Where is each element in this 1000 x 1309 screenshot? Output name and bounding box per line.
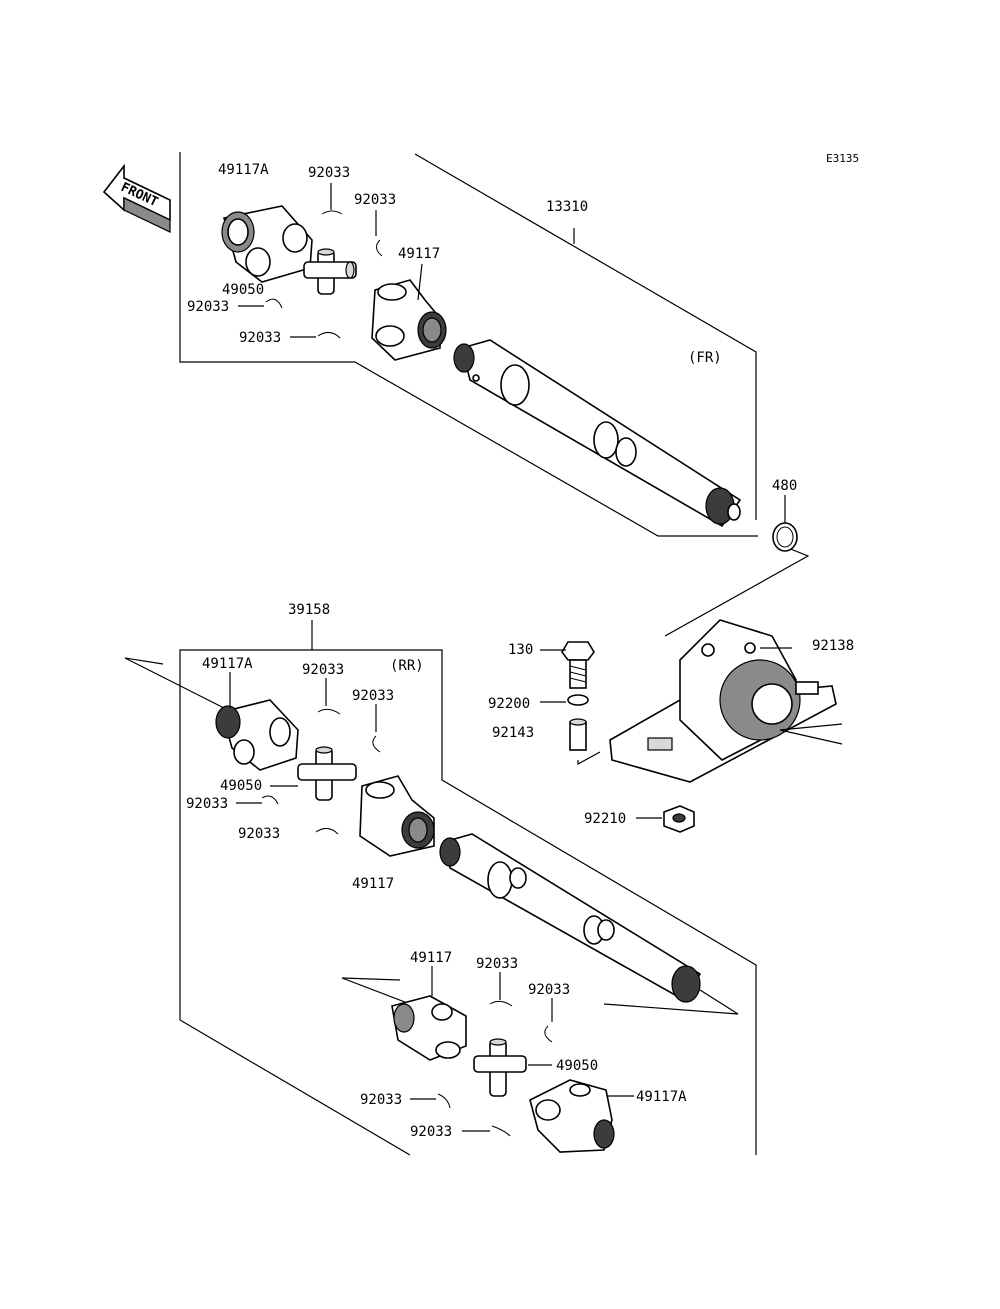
diagram-code: E3135 [826,152,859,165]
front-label-circlip-1: 92033 [308,165,350,181]
label-bolt: 130 [508,642,533,658]
rear-label-circlip-1: 92033 [302,662,344,678]
front-yoke [371,279,447,361]
rear-label-yoke-2: 49117 [410,950,452,966]
center-bearing-group: 130 92200 92143 92138 92210 [488,619,854,833]
rear-label-circlip-6: 92033 [528,982,570,998]
rear-shaft-group: 39158 49117A 92033 (RR) 92033 49050 9203… [124,602,757,1156]
rear-circlip-7 [437,1093,451,1109]
rear-label-yoke: 49117 [352,876,394,892]
front-direction-arrow: FRONT [102,163,171,233]
rear-label-circlip-8: 92033 [410,1124,452,1140]
front-propeller-shaft [453,339,742,528]
bearing-bolt [561,641,595,689]
rear-group-bracket [179,649,757,1155]
rear-label-cross-2: 49050 [556,1058,598,1074]
rear-label-circlip-2: 92033 [352,688,394,704]
rear-label-circlip-4: 92033 [238,826,280,842]
rear-cross [297,746,357,801]
rear-cross-2 [473,1038,527,1097]
front-group-bracket [179,152,758,537]
rear-circlip-4 [315,828,339,835]
rear-circlip-3 [261,795,279,805]
bearing-housing [609,619,837,783]
front-label-o-ring: 480 [772,478,797,494]
front-yoke-a [221,205,313,283]
rear-circlip-8 [491,1125,511,1137]
rear-yoke-2 [391,995,467,1061]
rear-circlip-2 [372,735,381,753]
rear-label-circlip-7: 92033 [360,1092,402,1108]
rear-label-yoke-a: 49117A [202,656,253,672]
front-circlip-4 [317,332,341,339]
front-shaft-group: 49117A 92033 92033 13310 49117 49050 920… [179,152,810,637]
front-label-circlip-2: 92033 [354,192,396,208]
label-housing: 92138 [812,638,854,654]
front-label-yoke: 49117 [398,246,440,262]
rear-circlip-5 [489,1000,513,1007]
bearing-washer [567,694,589,706]
rear-yoke-a [215,699,299,771]
label-collar: 92143 [492,725,534,741]
front-label-circlip-3: 92033 [187,299,229,315]
label-nut: 92210 [584,811,626,827]
rear-label-yoke-a-2: 49117A [636,1089,687,1105]
bearing-collar [569,718,587,751]
front-circlip-2 [376,239,383,257]
rear-circlip-1 [317,708,341,715]
rear-yoke-a-2 [529,1079,615,1153]
front-circlip-1 [321,210,343,215]
rear-label-cross: 49050 [220,778,262,794]
front-label-yoke-a: 49117A [218,162,269,178]
front-label-cross: 49050 [222,282,264,298]
rear-propeller-shaft [439,833,702,1003]
front-position-label: (FR) [688,350,722,366]
rear-position-label: (RR) [390,658,424,674]
rear-yoke [359,775,435,857]
rear-label-circlip-5: 92033 [476,956,518,972]
front-cross [303,248,357,295]
front-label-circlip-4: 92033 [239,330,281,346]
rear-label-circlip-3: 92033 [186,796,228,812]
front-circlip-3 [265,298,283,309]
rear-label-assembly: 39158 [288,602,330,618]
label-washer: 92200 [488,696,530,712]
rear-circlip-6 [544,1025,553,1043]
front-label-assembly: 13310 [546,199,588,215]
